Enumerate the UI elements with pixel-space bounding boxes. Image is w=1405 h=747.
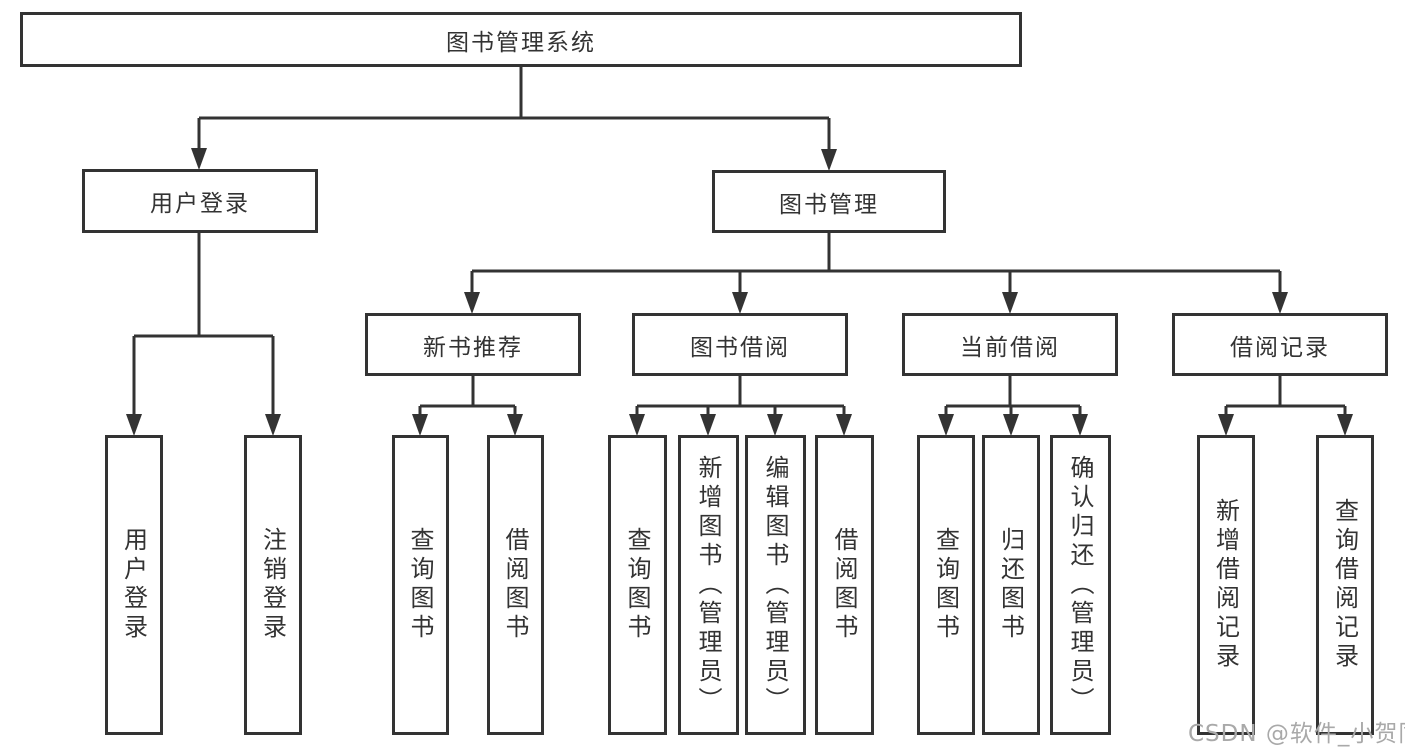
leaf-label: 查询图书 [931, 527, 960, 643]
arrowhead-icon [464, 292, 480, 314]
arrowhead-icon [1218, 414, 1234, 436]
leaf-label: 借阅图书 [501, 527, 529, 643]
connector-new-book-recommend-children [412, 376, 523, 436]
arrowhead-icon [938, 414, 954, 436]
node-current-borrowing: 当前借阅 [902, 313, 1118, 376]
arrowhead-icon [1003, 414, 1019, 436]
connector-book-borrowing-children [629, 376, 852, 436]
leaf-add-borrow-record: 新增借阅记录 [1197, 435, 1255, 735]
arrowhead-icon [821, 149, 837, 171]
arrowhead-icon [1072, 414, 1088, 436]
arrowhead-icon [700, 414, 716, 436]
arrowhead-icon [1337, 414, 1353, 436]
leaf-label: 查询借阅记录 [1330, 498, 1359, 672]
arrowhead-icon [507, 414, 523, 436]
leaf-query-books-borrowing: 查询图书 [608, 435, 667, 735]
leaf-label: 新增借阅记录 [1211, 498, 1240, 672]
leaf-label: 注销登录 [258, 527, 287, 643]
leaf-confirm-return-admin: 确认归还（管理员） [1050, 435, 1111, 735]
arrowhead-icon [629, 414, 645, 436]
leaf-query-borrow-record: 查询借阅记录 [1316, 435, 1374, 735]
node-library-management-system: 图书管理系统 [20, 12, 1022, 67]
connector-borrowing-records-children [1218, 376, 1353, 436]
leaf-edit-book-admin: 编辑图书（管理员） [745, 435, 806, 735]
leaf-borrow-books-recommend: 借阅图书 [487, 435, 544, 735]
arrowhead-icon [767, 414, 783, 436]
connector-line [470, 233, 1282, 294]
connector-line [418, 376, 517, 416]
node-new-book-recommend: 新书推荐 [365, 313, 581, 376]
arrowhead-icon [191, 148, 207, 170]
leaf-label: 借阅图书 [830, 527, 858, 643]
arrowhead-icon [265, 414, 281, 436]
connector-line [944, 376, 1082, 416]
connector-line [132, 233, 275, 416]
arrowhead-icon [732, 292, 748, 314]
connector-user-login-children [126, 233, 281, 436]
arrowhead-icon [836, 414, 852, 436]
leaf-add-book-admin: 新增图书（管理员） [678, 435, 739, 735]
leaf-user-login: 用户登录 [105, 435, 163, 735]
connector-line [1224, 376, 1347, 416]
leaf-label: 编辑图书（管理员） [761, 454, 789, 716]
arrowhead-icon [1002, 292, 1018, 314]
csdn-watermark: CSDN @软件_小贺同学 [1188, 721, 1405, 747]
node-book-management: 图书管理 [712, 170, 946, 233]
leaf-borrow-books: 借阅图书 [815, 435, 874, 735]
node-borrowing-records: 借阅记录 [1172, 313, 1388, 376]
arrowhead-icon [412, 414, 428, 436]
arrowhead-icon [1272, 292, 1288, 314]
connector-root-to-level1 [191, 66, 837, 171]
leaf-label: 用户登录 [119, 527, 148, 643]
connector-line [197, 66, 831, 151]
leaf-logout: 注销登录 [244, 435, 302, 735]
leaf-label: 查询图书 [406, 527, 434, 643]
leaf-label: 新增图书（管理员） [694, 454, 722, 716]
leaf-return-book: 归还图书 [982, 435, 1040, 735]
leaf-label: 确认归还（管理员） [1066, 454, 1094, 716]
connector-book-management-children [464, 233, 1288, 314]
connector-line [635, 376, 846, 416]
leaf-query-books-current: 查询图书 [917, 435, 975, 735]
node-user-login-module: 用户登录 [82, 169, 318, 233]
arrowhead-icon [126, 414, 142, 436]
leaf-label: 归还图书 [996, 527, 1025, 643]
node-book-borrowing: 图书借阅 [632, 313, 848, 376]
leaf-label: 查询图书 [623, 527, 651, 643]
connector-current-borrowing-children [938, 376, 1088, 436]
leaf-query-books-recommend: 查询图书 [392, 435, 449, 735]
